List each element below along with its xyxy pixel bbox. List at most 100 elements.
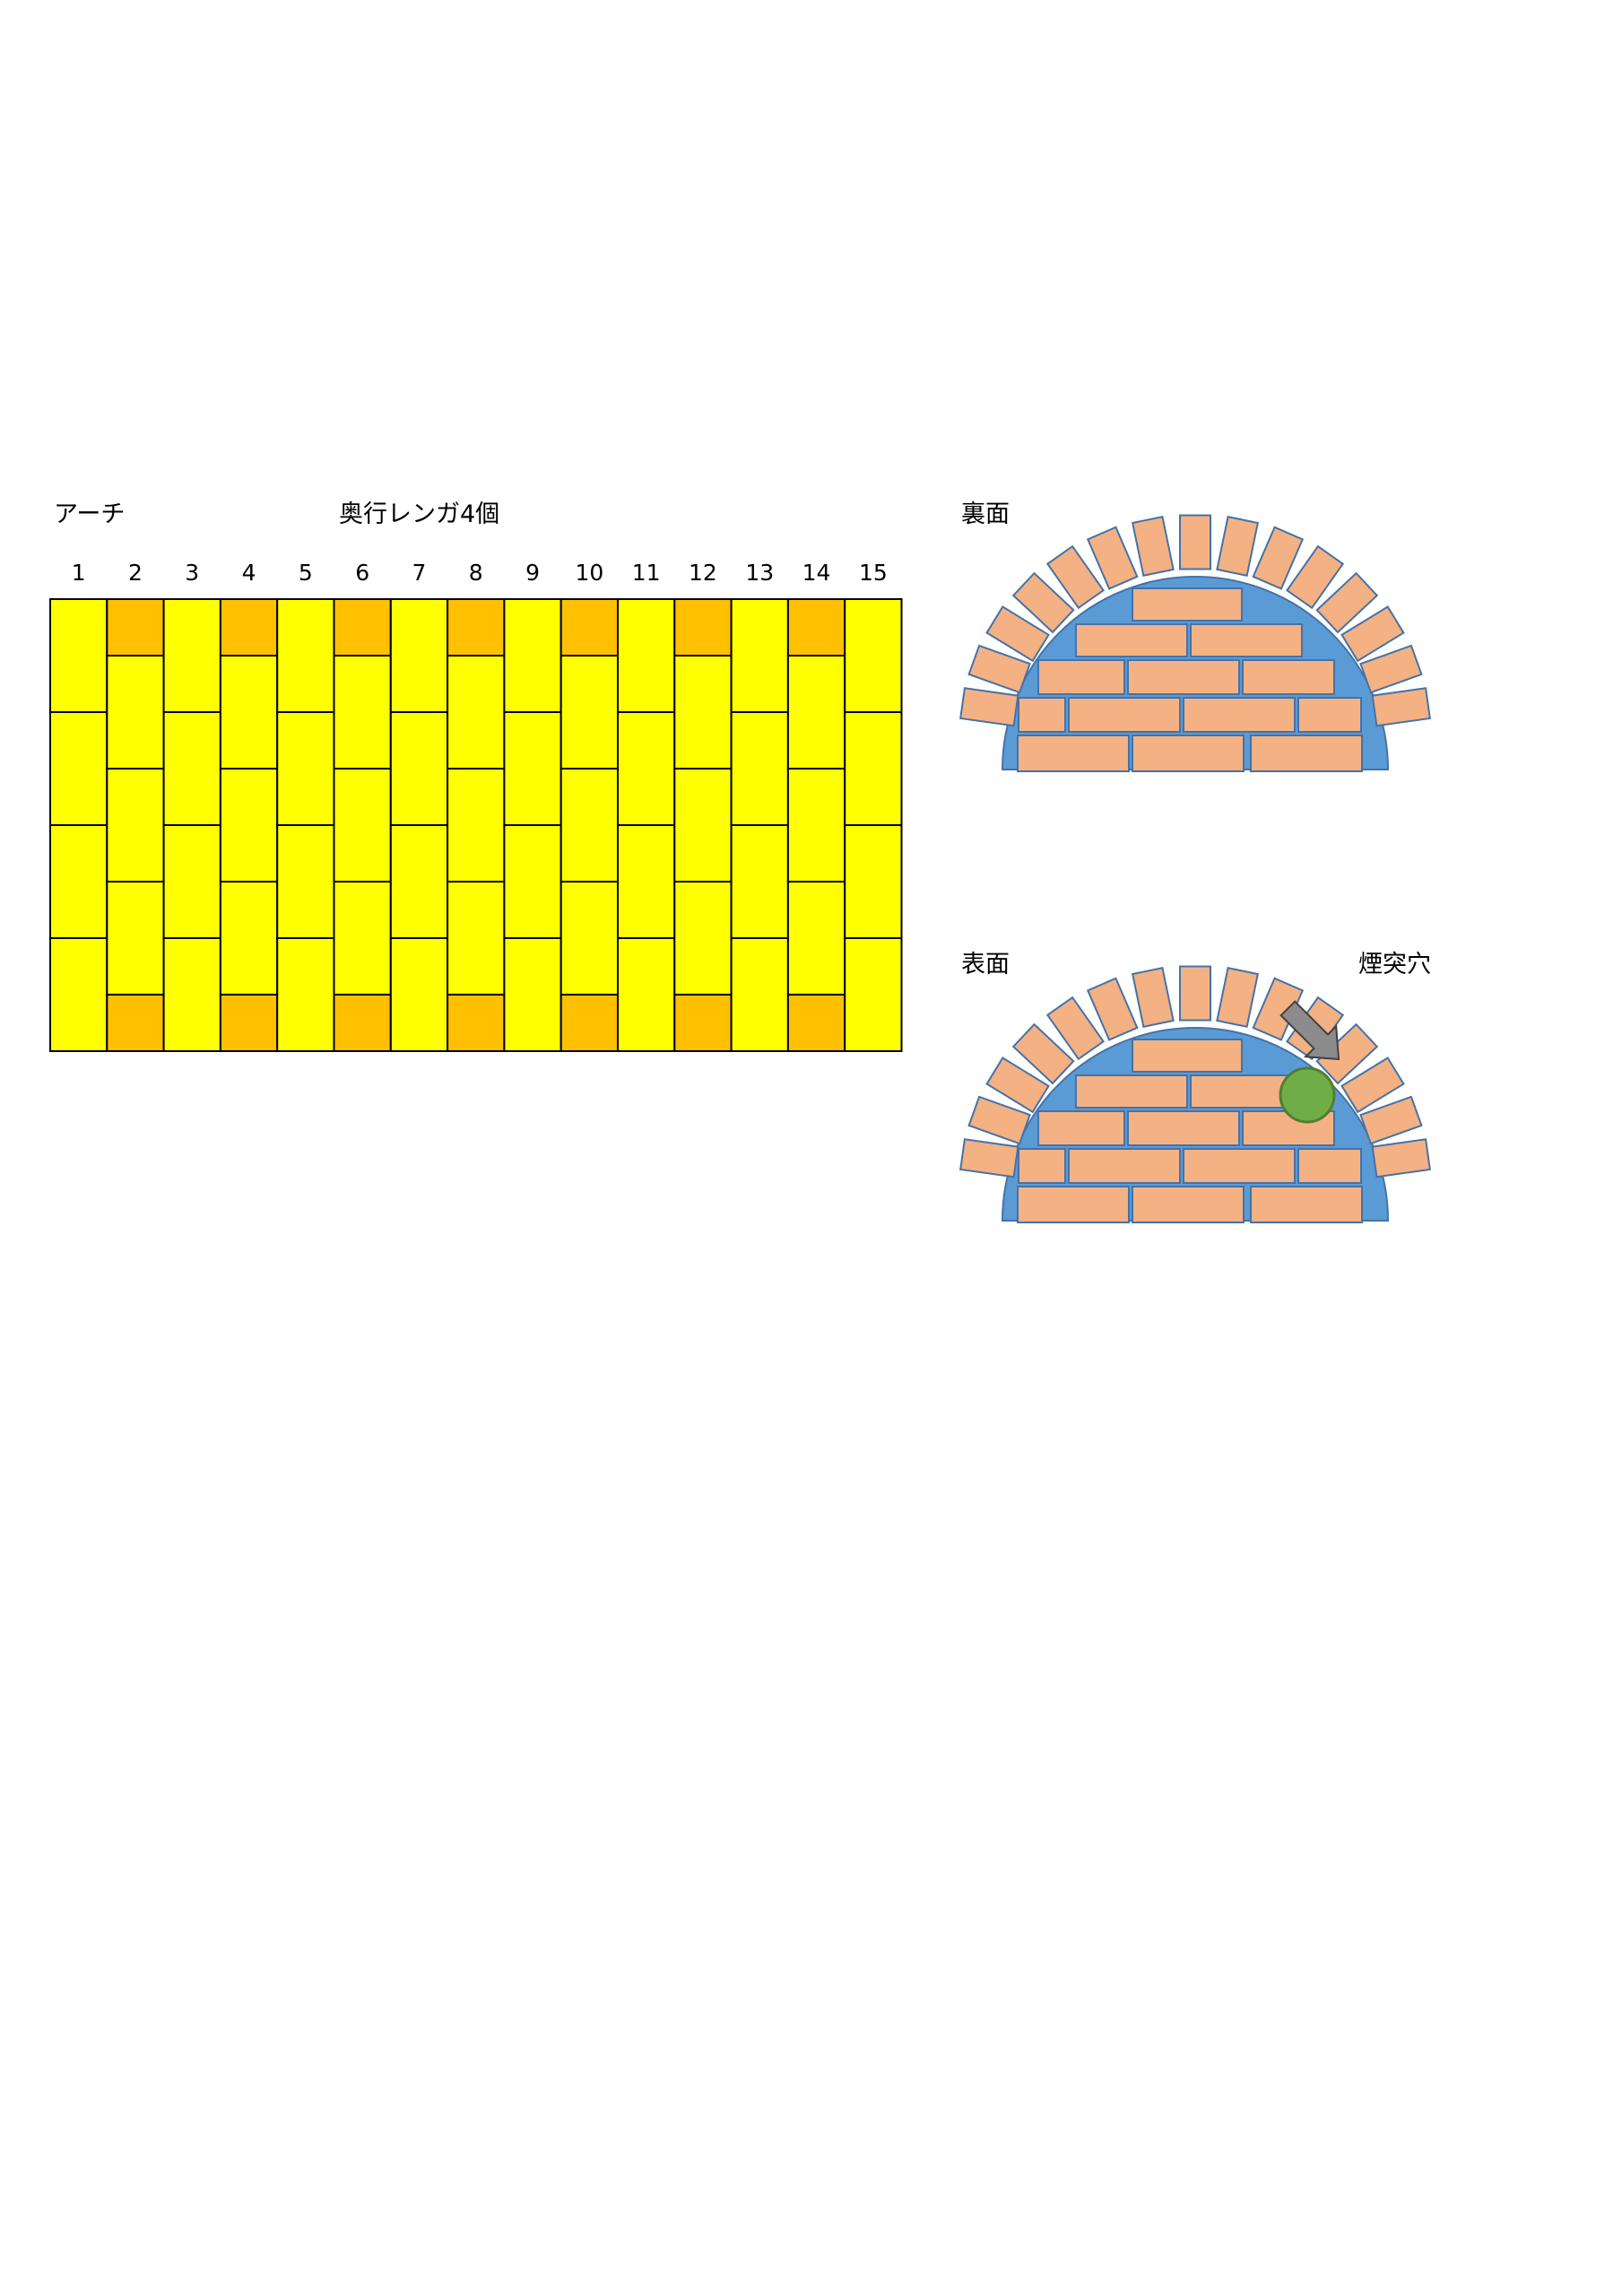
column-number: 8 <box>468 560 483 586</box>
column-number: 11 <box>631 560 661 586</box>
voussoir-brick <box>1359 1095 1423 1145</box>
half-brick <box>447 994 506 1052</box>
brick <box>503 711 562 826</box>
inner-brick <box>1297 1148 1362 1184</box>
column-number: 3 <box>185 560 200 586</box>
voussoir-brick <box>1252 526 1305 590</box>
brick <box>162 824 221 939</box>
voussoir-brick <box>967 1095 1031 1145</box>
chimney-hole <box>1279 1066 1336 1124</box>
voussoir-brick <box>959 1138 1019 1178</box>
voussoir-brick <box>1131 966 1175 1029</box>
inner-brick <box>1018 1148 1066 1184</box>
brick <box>730 598 789 713</box>
half-brick <box>786 598 846 657</box>
inner-brick <box>1017 735 1130 772</box>
half-brick <box>673 994 733 1052</box>
inner-brick <box>1018 697 1066 733</box>
voussoir-brick <box>1359 644 1423 694</box>
brick <box>786 655 846 770</box>
column-number: 10 <box>575 560 604 586</box>
brick <box>730 937 789 1052</box>
voussoir-brick <box>1045 996 1106 1061</box>
brick <box>617 937 676 1052</box>
inner-brick <box>1183 697 1296 733</box>
inner-brick <box>1075 1074 1188 1109</box>
brick <box>162 598 221 713</box>
voussoir-brick <box>1086 977 1139 1041</box>
column-number: 1 <box>71 560 86 586</box>
brick <box>49 937 108 1052</box>
voussoir-brick <box>1371 687 1431 727</box>
inner-brick <box>1075 623 1188 657</box>
brick <box>162 937 221 1052</box>
brick <box>106 768 165 883</box>
brick <box>673 655 733 770</box>
voussoir-brick <box>1011 571 1075 634</box>
brick <box>844 598 903 713</box>
column-number: 6 <box>355 560 370 586</box>
brick <box>333 768 392 883</box>
voussoir-brick <box>967 644 1031 694</box>
half-brick <box>219 994 279 1052</box>
column-number: 4 <box>241 560 256 586</box>
brick <box>844 824 903 939</box>
inner-brick <box>1132 735 1245 772</box>
voussoir-brick <box>1179 514 1211 570</box>
brick <box>503 598 562 713</box>
brick <box>333 655 392 770</box>
voussoir-brick <box>1315 571 1379 634</box>
inner-brick <box>1017 1186 1130 1223</box>
inner-brick <box>1250 735 1363 772</box>
inner-brick <box>1068 697 1181 733</box>
half-brick <box>559 598 620 657</box>
inner-brick <box>1127 659 1240 695</box>
inner-brick <box>1037 1110 1125 1146</box>
voussoir-brick <box>1011 1022 1075 1085</box>
half-brick <box>786 994 846 1052</box>
voussoir-brick <box>1045 544 1106 610</box>
column-number: 14 <box>802 560 831 586</box>
column-number: 15 <box>858 560 888 586</box>
voussoir-brick <box>1131 515 1175 578</box>
brick <box>106 881 165 996</box>
inner-brick <box>1127 1110 1240 1146</box>
brick <box>559 881 620 996</box>
brick <box>617 598 676 713</box>
back-arch <box>959 514 1431 772</box>
brick <box>276 824 335 939</box>
voussoir-brick <box>1340 605 1405 663</box>
inner-brick <box>1183 1148 1296 1184</box>
voussoir-brick <box>1216 966 1260 1029</box>
back-view-label: 裏面 <box>961 500 1010 528</box>
inner-brick <box>1132 587 1243 622</box>
voussoir-brick <box>1371 1138 1431 1178</box>
brick <box>389 937 449 1052</box>
brick <box>673 768 733 883</box>
voussoir-brick <box>1216 515 1260 578</box>
column-number: 7 <box>412 560 427 586</box>
half-brick <box>333 994 392 1052</box>
inner-brick <box>1037 659 1125 695</box>
brick <box>559 655 620 770</box>
brick <box>219 655 279 770</box>
column-number: 12 <box>689 560 717 586</box>
inner-brick <box>1132 1186 1245 1223</box>
brick <box>219 881 279 996</box>
inner-brick <box>1190 623 1303 657</box>
inner-brick <box>1297 697 1362 733</box>
brick <box>106 655 165 770</box>
arch-label: アーチ <box>54 500 126 528</box>
inner-brick <box>1242 659 1335 695</box>
voussoir-brick <box>985 1057 1050 1114</box>
voussoir-brick <box>959 687 1019 727</box>
inner-brick <box>1068 1148 1181 1184</box>
voussoir-brick <box>1179 965 1211 1022</box>
column-number: 13 <box>745 560 775 586</box>
inner-brick <box>1250 1186 1363 1223</box>
brick <box>617 711 676 826</box>
chimney-hole-label: 煙突穴 <box>1358 951 1431 978</box>
voussoir-brick <box>985 605 1050 663</box>
